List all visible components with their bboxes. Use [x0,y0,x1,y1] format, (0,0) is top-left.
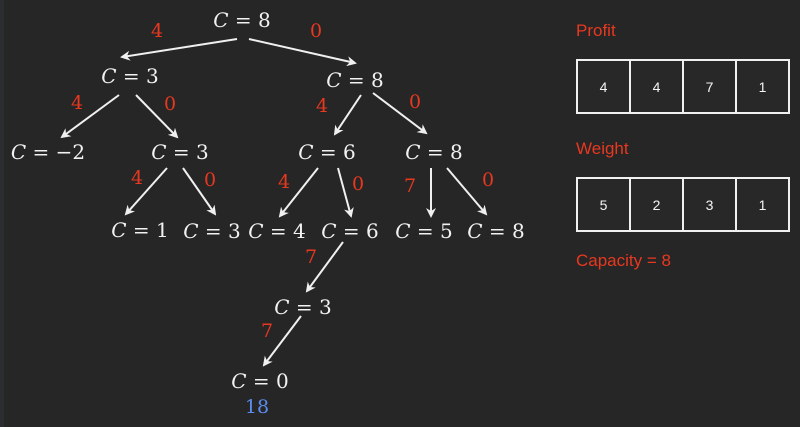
edge-arrow [182,167,217,216]
tree-node: C = 4 [248,219,306,243]
tree-node: C = 8 [326,68,384,92]
tree-node: C = 5 [395,219,453,243]
edge-arrow [60,94,120,139]
edge-profit-label: 0 [481,169,495,191]
edge-profit-label: 0 [408,91,422,113]
edge-profit-label: 0 [163,93,177,115]
weight-cell: 1 [737,179,788,230]
weight-heading: Weight [576,139,629,158]
weight-array: 5 2 3 1 [576,177,790,232]
profit-cell: 4 [578,61,629,112]
weight-cell: 3 [684,179,735,230]
edge-arrow [278,167,319,218]
profit-cell: 1 [737,61,788,112]
edge-arrow [248,38,357,67]
edge-profit-label: 0 [203,169,217,191]
edge-arrow [135,94,179,139]
profit-heading: Profit [576,21,616,40]
capacity-label: Capacity = 8 [576,251,671,270]
edge-arrow [120,38,238,61]
edge-profit-label: 0 [351,173,365,195]
profit-cell: 7 [684,61,735,112]
tree-node: C = 8 [213,8,271,32]
edge-profit-label: 4 [130,167,144,189]
profit-cell: 4 [631,61,682,112]
tree-node: C = 8 [405,140,463,164]
tree-node: C = 0 [231,369,289,393]
edge-arrow [305,241,344,293]
left-edge-strip [0,0,4,427]
edge-profit-label: 4 [315,95,329,117]
edge-profit-label: 4 [277,171,291,193]
edge-profit-label: 4 [70,92,84,114]
tree-node: C = 3 [151,140,209,164]
edge-arrow [333,94,362,136]
tree-node: C = −2 [10,140,86,164]
tree-node: C = 3 [183,219,241,243]
tree-node: C = 3 [101,64,159,88]
tree-node: C = 6 [298,140,356,164]
edge-arrow [446,167,488,216]
weight-cell: 5 [578,179,629,230]
edge-arrow [124,167,168,216]
edge-arrow [372,92,428,135]
edge-profit-label: 7 [260,320,274,342]
edge-arrow [262,315,302,367]
optimal-profit-result: 18 [244,396,270,418]
edge-arrow [337,167,354,218]
edge-profit-label: 7 [304,246,318,268]
edge-profit-label: 4 [150,20,164,42]
weight-cell: 2 [631,179,682,230]
tree-node: C = 3 [274,295,332,319]
tree-node: C = 1 [111,218,169,242]
tree-node: C = 8 [467,219,525,243]
edge-profit-label: 7 [403,175,417,197]
profit-array: 4 4 7 1 [576,59,790,114]
tree-node: C = 6 [321,219,379,243]
edge-profit-label: 0 [309,20,323,42]
